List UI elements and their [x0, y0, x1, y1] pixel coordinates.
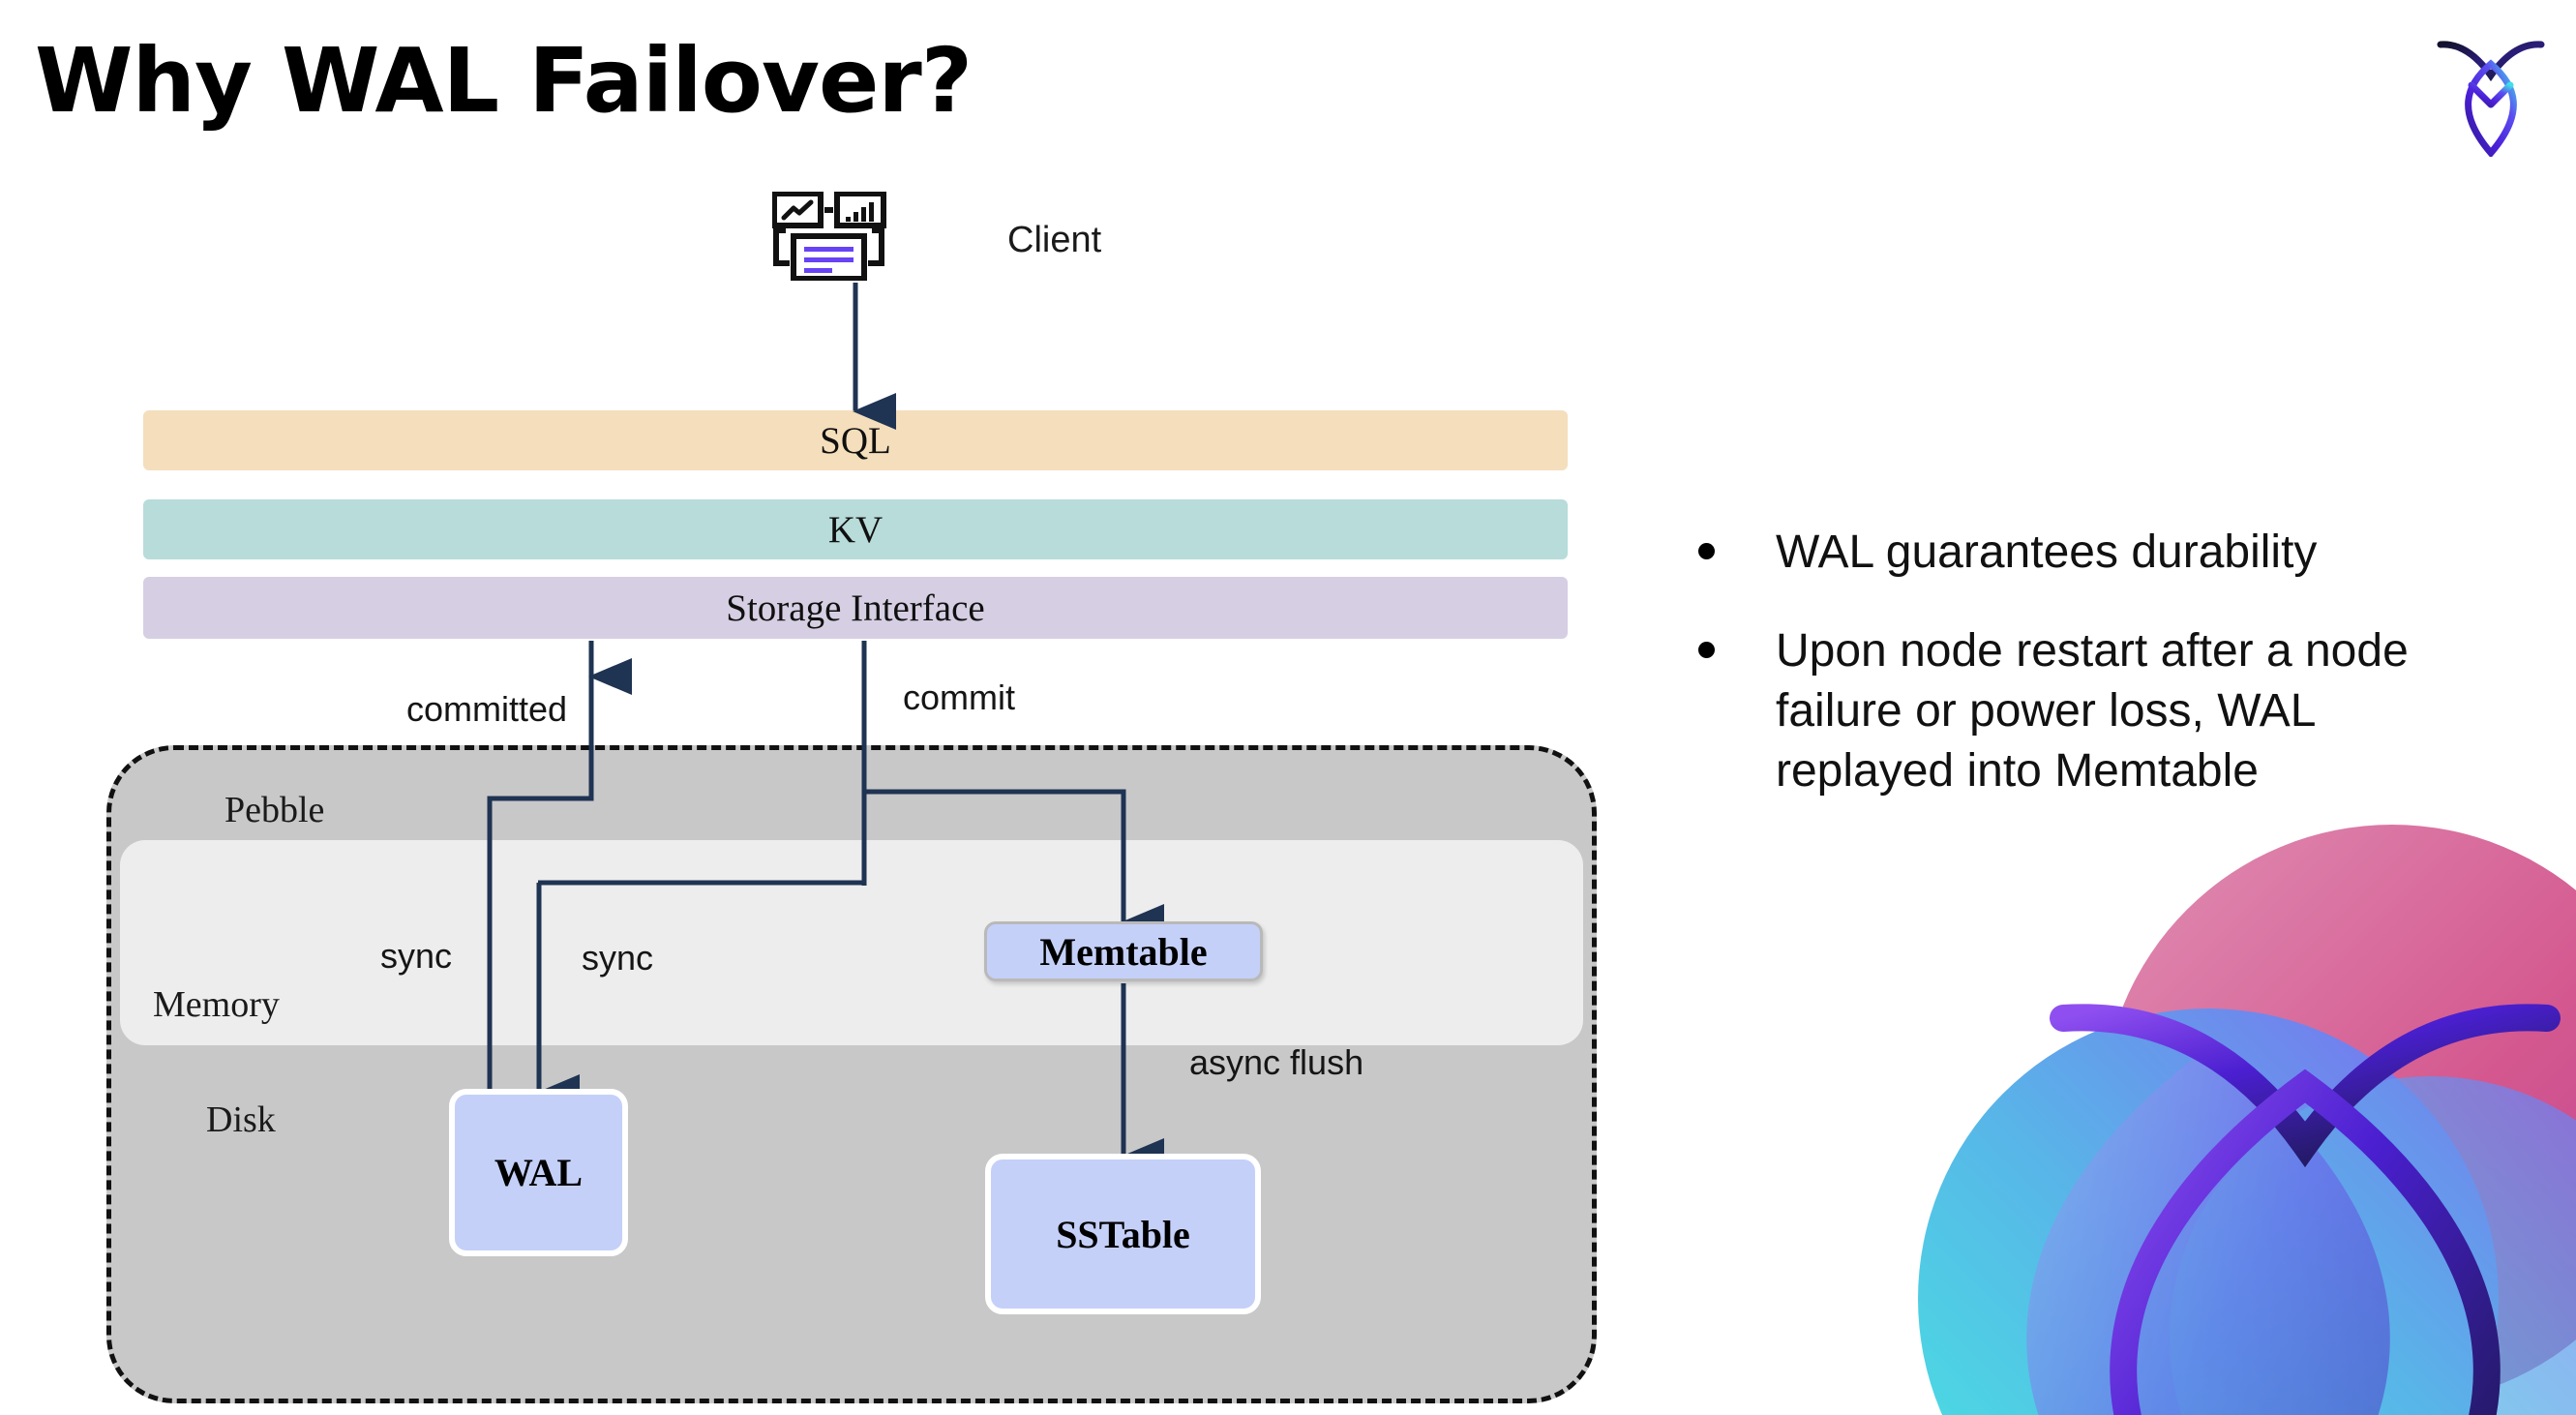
node-label-wal: WAL — [494, 1151, 584, 1194]
bullet-text: WAL guarantees durability — [1776, 527, 2318, 578]
cockroachdb-logo — [2437, 41, 2545, 157]
node-sstable: SSTable — [985, 1154, 1261, 1314]
node-memtable: Memtable — [984, 921, 1263, 981]
layer-bar-sql: SQL — [143, 410, 1568, 470]
client-label: Client — [1007, 220, 1102, 260]
bullet-text: Upon node restart after a node failure o… — [1776, 624, 2409, 797]
pebble-label: Pebble — [225, 790, 325, 830]
layer-bar-kv: KV — [143, 499, 1568, 559]
node-label-memtable: Memtable — [1039, 929, 1208, 974]
memory-zone — [120, 840, 1583, 1045]
disk-label: Disk — [206, 1099, 276, 1140]
layer-label-kv: KV — [827, 508, 884, 551]
client-dashboard-icon — [772, 192, 886, 281]
edge-label-sync-2: sync — [582, 938, 654, 978]
node-wal: WAL — [449, 1089, 628, 1256]
layer-bar-storage-interface: Storage Interface — [143, 577, 1568, 639]
cockroachdb-watermark — [1918, 825, 2576, 1415]
node-label-sstable: SSTable — [1056, 1212, 1190, 1256]
edge-label-commit: commit — [903, 677, 1015, 717]
list-item: Upon node restart after a node failure o… — [1698, 621, 2501, 801]
edge-label-committed: committed — [406, 689, 568, 729]
layer-label-storage-interface: Storage Interface — [726, 587, 985, 629]
bullet-dot-icon — [1698, 543, 1715, 559]
list-item: WAL guarantees durability — [1698, 523, 2501, 583]
memory-label: Memory — [153, 984, 280, 1025]
layer-label-sql: SQL — [820, 419, 891, 462]
edge-label-async-flush: async flush — [1189, 1042, 1364, 1082]
bullet-dot-icon — [1698, 641, 1715, 658]
edge-label-sync-1: sync — [380, 936, 453, 976]
bullet-list: WAL guarantees durability Upon node rest… — [1698, 523, 2501, 840]
page-title: Why WAL Failover? — [35, 29, 973, 133]
